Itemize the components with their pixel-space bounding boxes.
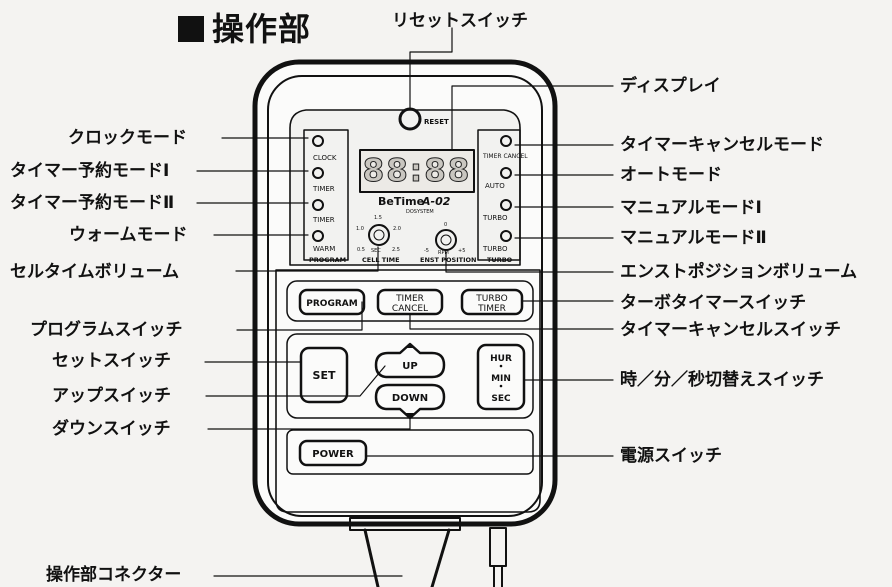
group-label-enst-position: ENST POSITION [420,256,476,264]
led-turbo-1 [500,199,512,211]
dial1-unit-sec: SEC [371,248,381,254]
program-button [298,288,366,316]
power-button-label[interactable]: POWER [312,449,354,460]
led-clock [312,135,324,147]
timer-cancel-label-1[interactable]: TIMER [395,294,424,304]
hms-label-sec[interactable]: SEC [491,394,511,404]
maker-label: DOSYSTEM [406,209,434,215]
led-auto [500,167,512,179]
dial1-tick-1.0: 1.0 [356,226,364,232]
led-label-timer-cancel: TIMER CANCEL [482,153,528,160]
callout-enst-position-volume: エンストポジションボリューム [620,262,858,282]
section-title-text: 操作部 [212,10,312,48]
callout-clock-mode: クロックモード [68,128,187,148]
dial1-tick-1.5: 1.5 [374,215,382,221]
led-label-clock: CLOCK [313,154,337,162]
callout-turbo-timer-switch: ターボタイマースイッチ [620,293,807,313]
callout-up-switch: アップスイッチ [52,386,171,406]
callout-timer-cancel-switch: タイマーキャンセルスイッチ [620,320,841,340]
led-label-auto: AUTO [485,182,505,190]
led-timer-2 [312,199,324,211]
device-bezel [267,75,543,517]
group-label-program: PROGRAM [309,256,346,264]
down-button-label[interactable]: DOWN [392,393,428,404]
turbo-timer-label-2[interactable]: TIMER [477,304,506,314]
program-led-group [303,129,349,261]
led-label-timer-2: TIMER [312,216,335,224]
section-title: 操作部 [178,4,311,50]
program-button-label[interactable]: PROGRAM [306,299,357,309]
dial2-unit-rpm: RPM [438,250,449,256]
dial2-tick-0: 0 [444,222,447,228]
led-label-warm: WARM [313,245,335,253]
hms-dot-1 [499,364,503,368]
square-bullet-icon [178,16,204,42]
set-button-label[interactable]: SET [313,369,336,382]
up-button [374,342,446,379]
model-label: A-02 [421,195,451,208]
callout-connector: 操作部コネクター [46,565,182,585]
cell-time-dial [368,224,390,246]
callout-program-switch: プログラムスイッチ [30,320,183,340]
dial1-tick-2.0: 2.0 [393,226,401,232]
dial1-tick-2.5: 2.5 [392,247,400,253]
power-button [298,439,368,467]
callout-hms-switch: 時／分／秒切替えスイッチ [620,370,824,390]
power-switch-frame [286,429,534,475]
callout-set-switch: セットスイッチ [52,351,171,371]
dial2-tick-plus5: +5 [458,248,465,254]
callout-reset-switch: リセットスイッチ [392,11,528,31]
callout-timer-mode-1: タイマー予約モードⅠ [10,161,170,181]
side-cable-plug [489,527,507,567]
turbo-led-group [477,129,521,261]
reset-button [398,107,422,131]
led-label-timer-1: TIMER [312,185,335,193]
up-button-label[interactable]: UP [402,361,417,372]
callout-display: ディスプレイ [620,76,721,96]
reset-label: RESET [424,118,449,126]
group-label-cell-time: CELL TIME [362,256,400,264]
led-warm [312,230,324,242]
dial2-tick-minus5: -5 [424,248,429,254]
callout-auto-mode: オートモード [620,165,722,185]
connector-cable [363,528,451,587]
enst-position-dial [435,229,457,251]
led-turbo-2 [500,230,512,242]
timer-cancel-label-2[interactable]: CANCEL [392,304,428,314]
callout-timer-cancel-mode: タイマーキャンセルモード [620,135,824,155]
led-timer-1 [312,167,324,179]
group-label-turbo: TURBO [487,256,513,264]
callout-timer-mode-2: タイマー予約モードⅡ [10,193,175,213]
up-arrow-icon [406,343,414,348]
led-label-turbo-1: TURBO [482,214,508,222]
brand-label: BeTime [378,195,424,208]
led-label-turbo-2: TURBO [482,245,508,253]
callout-warm-mode: ウォームモード [69,225,188,245]
dial1-tick-0.5: 0.5 [357,247,365,253]
lower-panel [275,269,541,513]
turbo-timer-label-1[interactable]: TURBO [475,294,507,304]
connector-housing [349,517,461,531]
led-timer-cancel [500,135,512,147]
set-button [299,346,349,404]
hms-label-min[interactable]: MIN [491,374,511,384]
display-window [359,149,475,193]
hms-label-hour[interactable]: HUR [490,354,512,364]
callout-power-switch: 電源スイッチ [620,446,722,466]
turbo-timer-button [460,288,524,316]
callout-cell-time-volume: セルタイムボリューム [10,262,180,282]
callout-manual-mode-2: マニュアルモードⅡ [620,228,767,248]
hms-button [476,343,526,411]
display-digits: 88:88 [363,153,472,189]
leader-lines [196,27,614,577]
down-button [374,383,446,420]
down-arrow-icon [406,413,414,418]
callout-down-switch: ダウンスイッチ [52,419,171,439]
hms-dot-2 [499,384,503,388]
callout-manual-mode-1: マニュアルモードⅠ [620,198,762,218]
